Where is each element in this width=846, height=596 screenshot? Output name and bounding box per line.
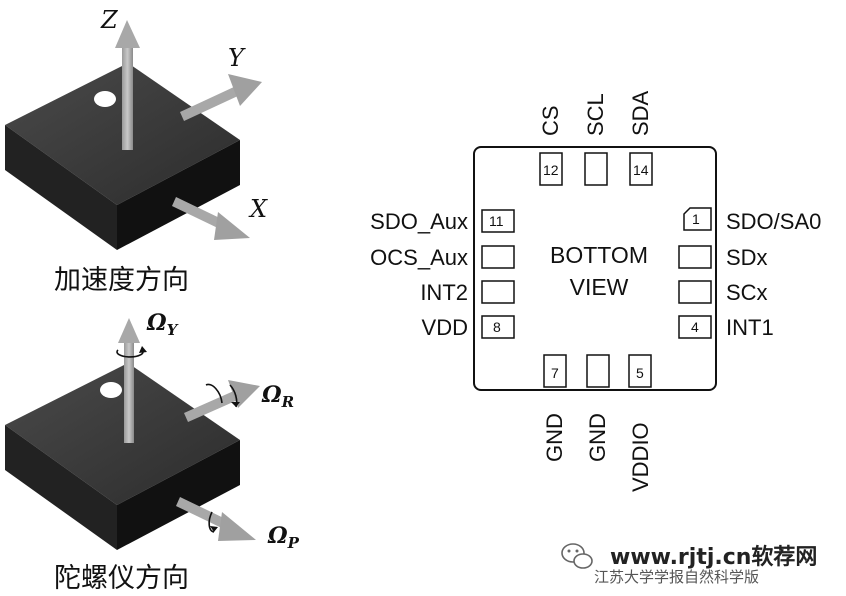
x-axis-arrow <box>172 197 250 240</box>
pad-number-4: 4 <box>691 319 699 335</box>
wechat-icon <box>561 543 593 569</box>
axis-label-y: Y <box>228 44 246 72</box>
gyro-block-right <box>117 440 240 550</box>
omega-p-label: ΩP <box>267 523 300 552</box>
pin-label-scl: SCL <box>583 93 608 136</box>
pin-label-sdo-aux: SDO_Aux <box>370 209 468 234</box>
omega-y-label: ΩY <box>146 310 179 339</box>
gyroscope-caption: 陀螺仪方向 <box>54 563 189 594</box>
chip-center-label-line1: BOTTOM <box>550 242 648 268</box>
z-axis-arrow <box>115 20 140 150</box>
pin-label-gnd-1: GND <box>542 413 567 462</box>
pad-9 <box>481 280 515 304</box>
pad-5 <box>628 354 652 388</box>
pad-1 <box>683 207 712 231</box>
yaw-axis-arrow <box>116 318 147 443</box>
gyro-block-left <box>5 425 117 550</box>
pin-label-sdo-sa0: SDO/SA0 <box>726 209 822 234</box>
pitch-axis-arrow <box>176 497 256 541</box>
pad-4 <box>678 315 712 339</box>
pad-14 <box>629 152 653 186</box>
watermark-source: 江苏大学学报自然科学版 <box>594 568 760 586</box>
pin1-marker-dot <box>94 91 116 107</box>
pad-6 <box>586 354 610 388</box>
pad-number-12: 12 <box>543 162 559 178</box>
pin-label-ocs-aux: OCS_Aux <box>370 245 468 270</box>
pad-13 <box>584 152 608 186</box>
axis-label-z: Z <box>100 6 119 34</box>
pin-label-int1: INT1 <box>726 315 774 340</box>
watermark-site: www.rjtj.cn软荐网 <box>610 545 818 570</box>
pad-3 <box>678 280 712 304</box>
axis-label-x: X <box>248 195 268 223</box>
pin-label-sdx: SDx <box>726 245 768 270</box>
pin-label-cs: CS <box>538 105 563 136</box>
gyroscope-figure: ΩY ΩR ΩP <box>5 310 300 552</box>
omega-r-label: ΩR <box>261 382 294 411</box>
pin-label-sda: SDA <box>628 90 653 136</box>
y-axis-arrow <box>180 74 262 121</box>
accelerometer-figure: Z Y X <box>5 6 268 250</box>
chip-outline <box>473 146 717 391</box>
pad-number-8: 8 <box>493 319 501 335</box>
pad-number-1: 1 <box>692 211 700 227</box>
pin-label-vdd: VDD <box>421 315 468 340</box>
pad-2 <box>678 245 712 269</box>
chip-center-label-line2: VIEW <box>569 274 629 300</box>
pad-11 <box>481 209 515 233</box>
pad-number-5: 5 <box>636 365 644 381</box>
chip-bottom-view: 12 14 11 8 1 4 7 5 <box>473 146 717 391</box>
accelerometer-caption: 加速度方向 <box>54 265 189 296</box>
roll-axis-arrow <box>184 380 260 422</box>
pin-label-gnd-2: GND <box>585 413 610 462</box>
accel-block-right <box>117 140 240 250</box>
pad-8 <box>481 315 515 339</box>
pad-number-11: 11 <box>489 213 504 229</box>
pin-label-int2: INT2 <box>420 280 468 305</box>
pin1-marker-dot <box>100 382 122 398</box>
pad-7 <box>543 354 567 388</box>
pad-12 <box>539 152 563 186</box>
pad-number-14: 14 <box>633 162 649 178</box>
pin-label-scx: SCx <box>726 280 768 305</box>
gyro-block-top <box>5 363 240 505</box>
accel-block-left <box>5 125 117 250</box>
pad-number-7: 7 <box>551 365 559 381</box>
pin-label-vddio: VDDIO <box>628 422 653 492</box>
pad-10 <box>481 245 515 269</box>
